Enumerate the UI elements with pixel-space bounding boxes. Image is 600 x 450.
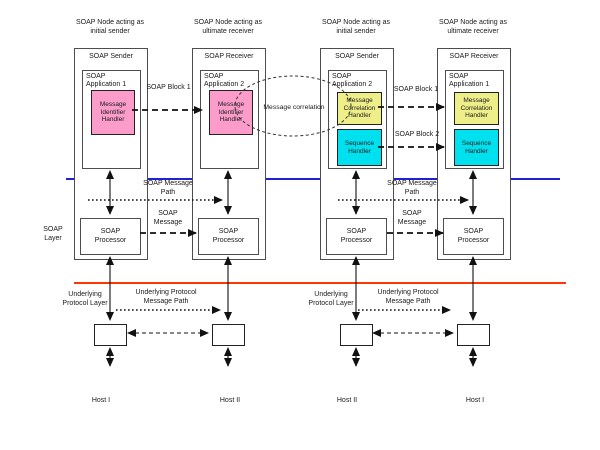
underlying-protocol-box-1 — [94, 324, 127, 346]
soap-block-1-label-right: SOAP Block 1 — [393, 86, 439, 93]
soap-message-path-label-left: SOAP Message Path — [143, 180, 193, 196]
node-header-3: SOAP Node acting as initial sender — [299, 19, 413, 37]
underlying-protocol-layer-label-right: Underlying Protocol Layer — [308, 291, 354, 307]
soap-sender-title: SOAP Sender — [89, 53, 133, 60]
host-label-3: Host II — [336, 397, 358, 404]
soap-message-label-left: SOAP Message — [153, 210, 183, 226]
soap-receiver-title: SOAP Receiver — [204, 53, 254, 60]
sequence-handler-box: Sequence Handler — [337, 129, 382, 166]
message-correlation-label: Message correlation — [263, 104, 325, 111]
soap-sender-node-1: SOAP Sender SOAP Application 1 Message I… — [74, 48, 148, 260]
soap-layer-boundary-line — [66, 178, 560, 180]
soap-sender-title: SOAP Sender — [335, 53, 379, 60]
host-label-2: Host II — [219, 397, 241, 404]
soap-application-title: SOAP Application 2 — [204, 73, 245, 89]
soap-processor-box: SOAP Processor — [80, 218, 141, 255]
soap-application-title: SOAP Application 2 — [332, 73, 373, 89]
node-header-1-line2: initial sender — [90, 27, 130, 35]
node-header-4: SOAP Node acting as ultimate receiver — [416, 19, 530, 37]
soap-receiver-node-2: SOAP Receiver SOAP Application 1 Message… — [437, 48, 511, 260]
underlying-protocol-layer-label-left: Underlying Protocol Layer — [62, 291, 108, 307]
soap-receiver-node-1: SOAP Receiver SOAP Application 2 Message… — [192, 48, 266, 260]
sequence-handler-box: Sequence Handler — [454, 129, 499, 166]
underlying-protocol-message-path-label-right: Underlying Protocol Message Path — [377, 289, 439, 305]
node-header-3-line1: SOAP Node acting as — [322, 19, 390, 26]
soap-processor-label: SOAP Processor — [457, 227, 490, 244]
soap-processor-label: SOAP Processor — [340, 227, 373, 244]
node-header-3-line2: initial sender — [336, 27, 376, 35]
underlying-protocol-box-3 — [340, 324, 373, 346]
soap-processor-box: SOAP Processor — [198, 218, 259, 255]
message-correlation-handler-box: Message Correlation Handler — [337, 92, 382, 125]
soap-application-box-1: SOAP Application 1 Message Identifier Ha… — [82, 70, 141, 169]
underlying-protocol-message-path-label-left: Underlying Protocol Message Path — [135, 289, 197, 305]
message-identifier-handler-box: Message Identifier Handler — [91, 90, 135, 135]
node-header-1-line1: SOAP Node acting as — [76, 19, 144, 26]
soap-application-title: SOAP Application 1 — [86, 73, 127, 89]
soap-block-2-label: SOAP Block 2 — [394, 131, 440, 138]
host-label-4: Host I — [465, 397, 485, 404]
soap-application-box-2: SOAP Application 2 Message Identifier Ha… — [200, 70, 259, 169]
node-header-2: SOAP Node acting as ultimate receiver — [171, 19, 285, 37]
soap-processor-label: SOAP Processor — [212, 227, 245, 244]
soap-processor-box: SOAP Processor — [443, 218, 504, 255]
node-header-4-line1: SOAP Node acting as — [439, 19, 507, 26]
soap-processor-label: SOAP Processor — [94, 227, 127, 244]
underlying-protocol-box-2 — [212, 324, 245, 346]
underlying-protocol-layer-boundary-line — [74, 282, 566, 284]
soap-application-box-4: SOAP Application 1 Message Correlation H… — [445, 70, 504, 169]
node-header-2-line2: ultimate receiver — [202, 27, 254, 35]
node-header-2-line1: SOAP Node acting as — [194, 19, 262, 26]
node-header-4-line2: ultimate receiver — [447, 27, 499, 35]
soap-application-title: SOAP Application 1 — [449, 73, 490, 89]
node-header-1: SOAP Node acting as initial sender — [53, 19, 167, 37]
soap-block-1-label-left: SOAP Block 1 — [146, 84, 191, 91]
message-correlation-handler-box: Message Correlation Handler — [454, 92, 499, 125]
soap-processor-box: SOAP Processor — [326, 218, 387, 255]
soap-message-path-label-right: SOAP Message Path — [387, 180, 437, 196]
soap-receiver-title: SOAP Receiver — [449, 53, 499, 60]
soap-message-label-right: SOAP Message — [397, 210, 427, 226]
host-label-1: Host I — [91, 397, 111, 404]
message-identifier-handler-box: Message Identifier Handler — [209, 90, 253, 135]
soap-layer-label: SOAP Layer — [43, 226, 63, 242]
underlying-protocol-box-4 — [457, 324, 490, 346]
soap-sender-node-2: SOAP Sender SOAP Application 2 Message C… — [320, 48, 394, 260]
soap-application-box-3: SOAP Application 2 Message Correlation H… — [328, 70, 387, 169]
